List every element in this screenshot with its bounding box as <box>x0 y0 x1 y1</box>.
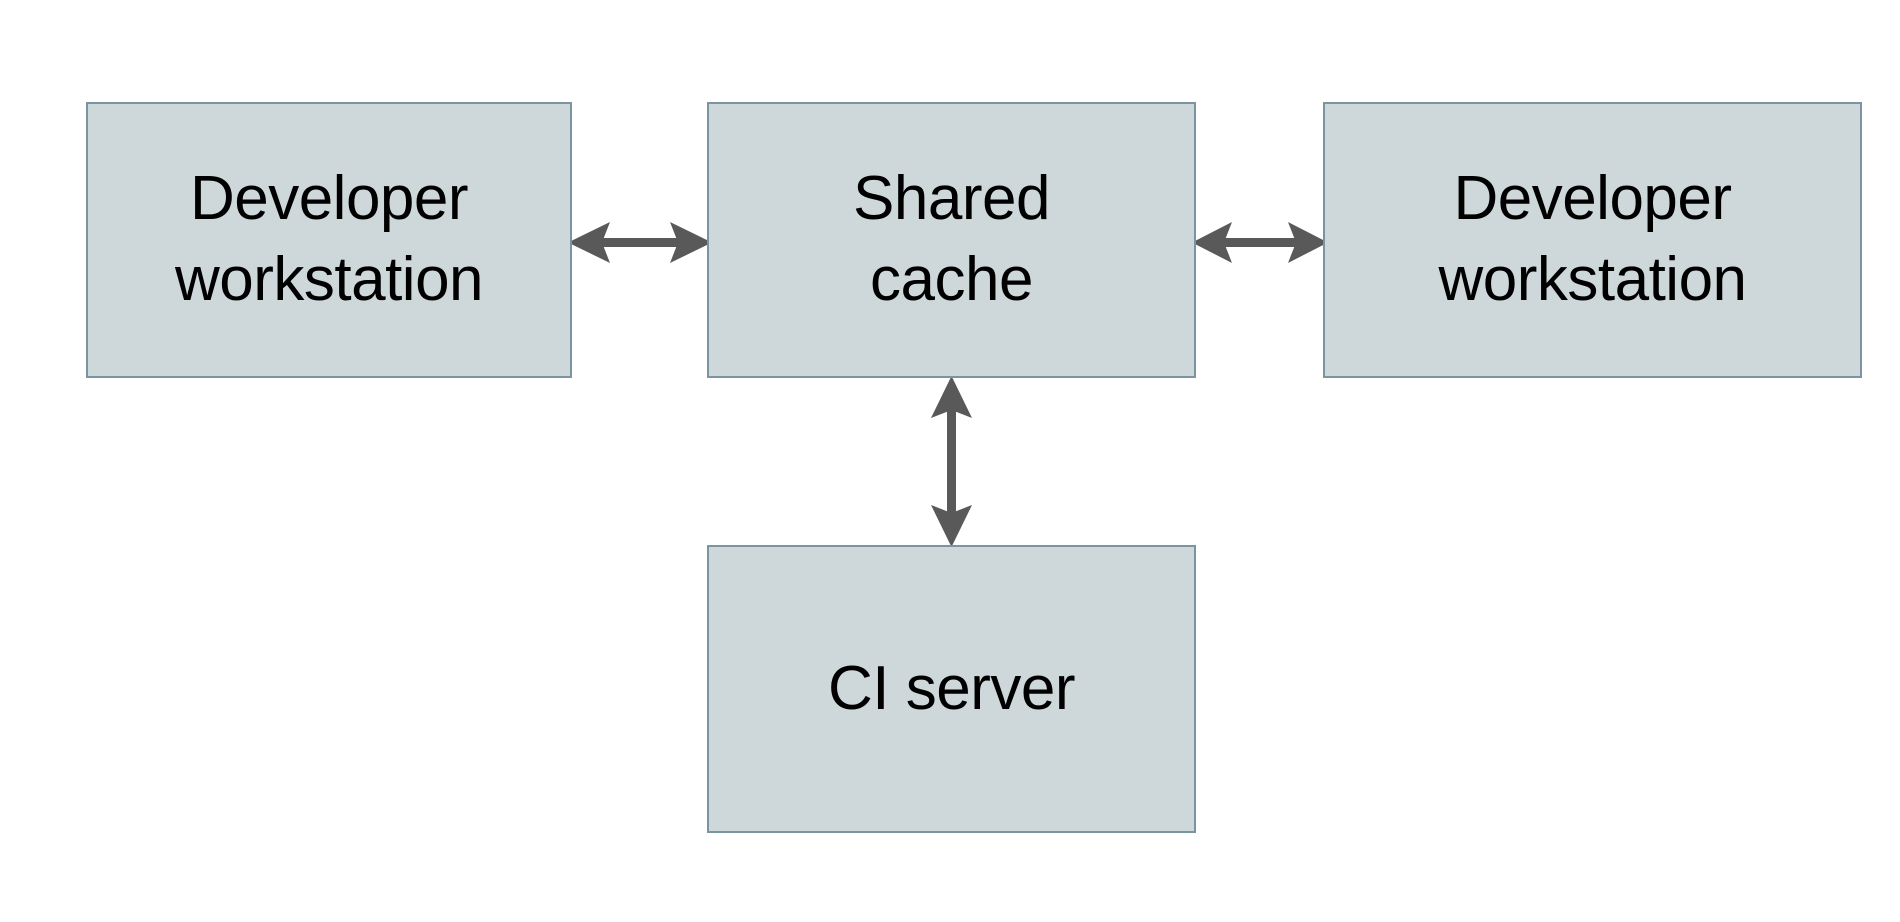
node-label-dev-workstation-right: Developer workstation <box>1438 164 1747 314</box>
edge-shared-cache-to-dev-right <box>1190 206 1330 280</box>
node-ci-server[interactable]: CI server <box>707 545 1196 833</box>
node-dev-workstation-left[interactable]: Developer workstation <box>86 102 572 378</box>
node-shared-cache[interactable]: Shared cache <box>707 102 1196 378</box>
edge-dev-left-to-shared-cache <box>566 206 714 280</box>
edge-shared-cache-to-ci-server <box>915 374 989 549</box>
node-label-ci-server: CI server <box>828 653 1075 723</box>
node-label-shared-cache: Shared cache <box>853 164 1050 314</box>
node-dev-workstation-right[interactable]: Developer workstation <box>1323 102 1862 378</box>
node-label-dev-workstation-left: Developer workstation <box>174 164 484 314</box>
